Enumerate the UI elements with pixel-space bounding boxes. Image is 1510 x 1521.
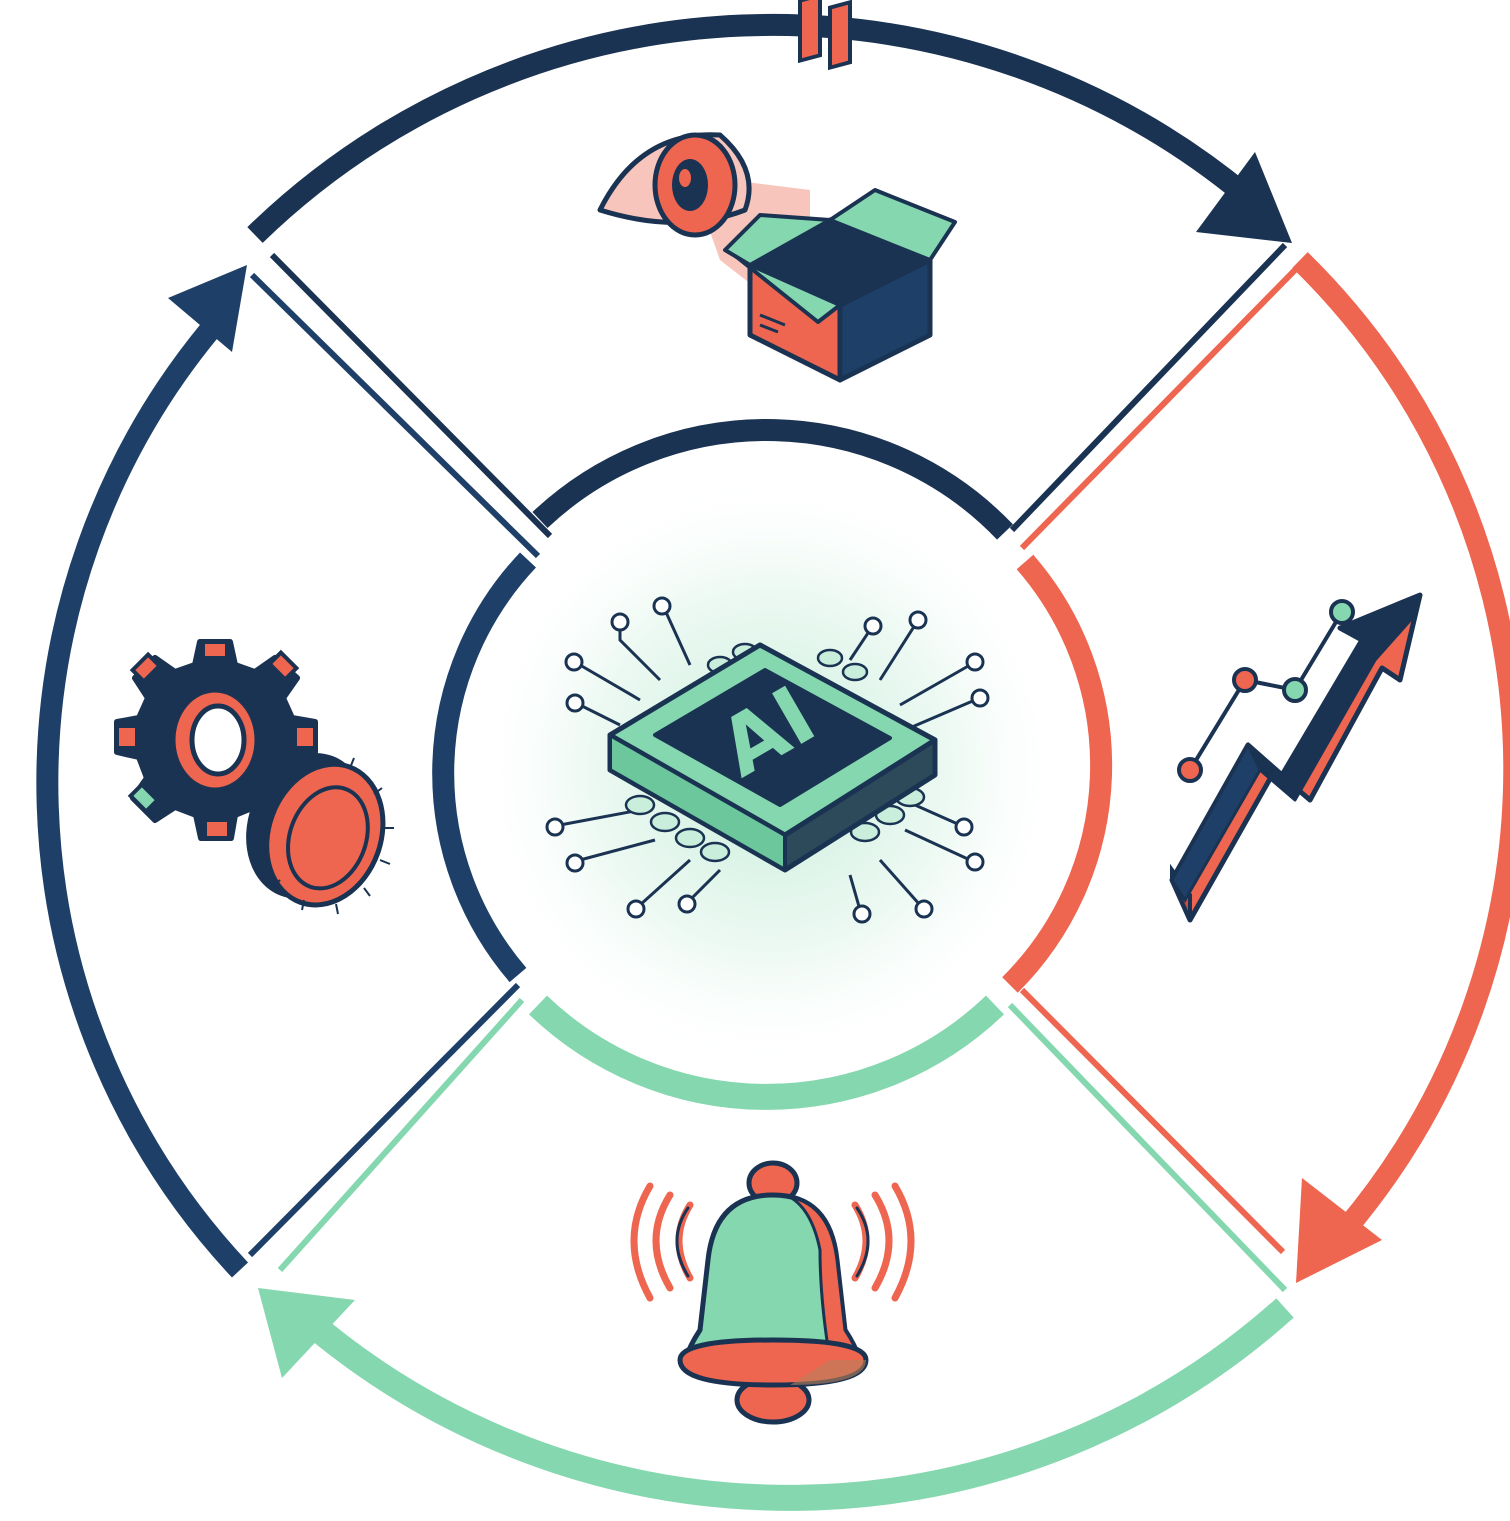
arrowhead-top-icon [1196, 152, 1292, 243]
arrowhead-left-icon [168, 265, 247, 352]
gear-and-coin-icon [114, 639, 394, 915]
rising-chart-arrow-icon [1169, 592, 1423, 923]
segment-dividers [247, 242, 1298, 1293]
arrowhead-bottom-icon [258, 1288, 355, 1378]
arrowhead-right-icon [1296, 1178, 1382, 1283]
outer-arc-bottom [258, 1288, 1294, 1511]
eye-inspecting-box-icon [597, 0, 957, 383]
outer-arc-right [1292, 252, 1510, 1283]
ringing-bell-icon [630, 1160, 915, 1425]
ai-chip-icon: AI [470, 470, 1070, 1070]
outer-arc-left [36, 265, 249, 1278]
inner-ring [432, 419, 1113, 1110]
outer-arc-top [247, 13, 1292, 243]
